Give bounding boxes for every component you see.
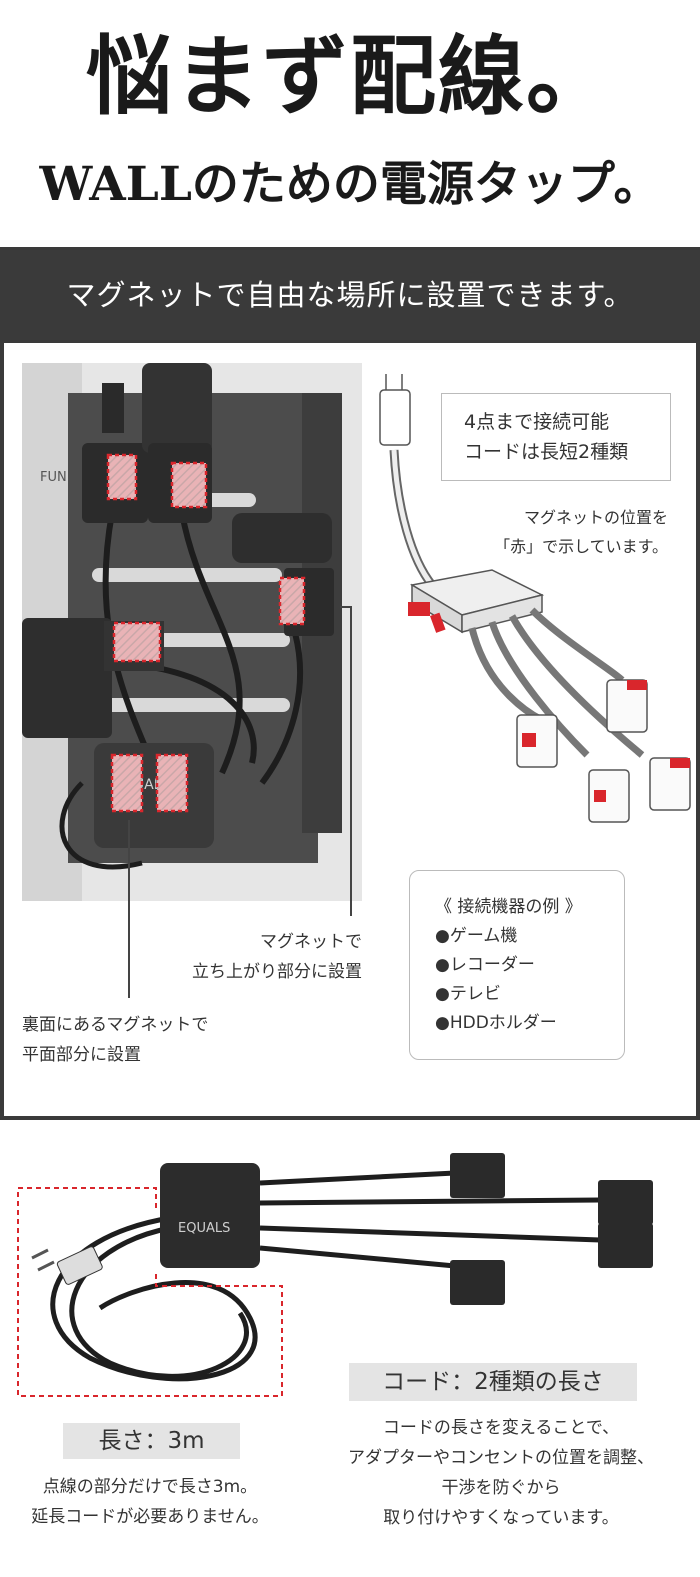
magnet-note-line: マグネットの位置を xyxy=(523,508,668,527)
product-diagram xyxy=(379,374,691,823)
magnet-note: マグネットの位置を 「赤」で示しています。 xyxy=(460,503,668,561)
types-text-line: 取り付けやすくなっています。 xyxy=(383,1508,619,1528)
caption-line: 平面部分に設置 xyxy=(22,1045,141,1065)
examples-title: 《 接続機器の例 》 xyxy=(435,897,582,917)
types-text-line: アダプターやコンセントの位置を調整、 xyxy=(348,1448,654,1468)
info-line: 4点まで接続可能 xyxy=(464,411,610,433)
length-text: 点線の部分だけで長さ3m。 延長コードが必要ありません。 xyxy=(0,1472,300,1532)
magnet-note-line: 「赤」で示しています。 xyxy=(494,537,668,556)
caption-line: 裏面にあるマグネットで xyxy=(22,1015,209,1035)
types-text-line: 干渉を防ぐから xyxy=(441,1478,561,1498)
cord-types-text: コードの長さを変えることで、 アダプターやコンセントの位置を調整、 干渉を防ぐか… xyxy=(318,1413,684,1533)
hero-title: 悩まず配線。 xyxy=(86,26,614,127)
connection-info-box: 4点まで接続可能 コードは長短2種類 xyxy=(441,393,671,481)
types-text-line: コードの長さを変えることで、 xyxy=(382,1418,620,1438)
tap-product-photo: EQUALS xyxy=(17,1153,653,1397)
length-tag: 長さ：3m xyxy=(63,1423,240,1459)
pointer-line-back xyxy=(128,820,130,998)
example-item: ●レコーダー xyxy=(435,955,535,975)
info-line: コードは長短2種類 xyxy=(464,441,629,463)
product-photo: FUN EQUALS xyxy=(22,363,362,901)
cord-types-tag: コード：2種類の長さ xyxy=(349,1363,637,1401)
length-text-line: 点線の部分だけで長さ3m。 xyxy=(42,1477,258,1497)
caption-back: 裏面にあるマグネットで 平面部分に設置 xyxy=(22,1010,282,1070)
caption-line: 立ち上がり部分に設置 xyxy=(192,962,362,982)
hero-subtitle: WALLのための電源タップ。 xyxy=(39,157,661,212)
example-item: ●ゲーム機 xyxy=(435,926,518,946)
example-item: ●テレビ xyxy=(435,984,501,1004)
example-devices-box: 《 接続機器の例 》 ●ゲーム機 ●レコーダー ●テレビ ●HDDホルダー xyxy=(409,870,625,1060)
section-banner: マグネットで自由な場所に設置できます。 xyxy=(0,247,700,343)
length-text-line: 延長コードが必要ありません。 xyxy=(31,1507,269,1527)
pointer-line-riser xyxy=(350,606,352,916)
tap-brand: EQUALS xyxy=(178,1221,230,1236)
caption-line: マグネットで xyxy=(260,932,362,952)
pointer-tick-riser xyxy=(340,606,352,608)
example-item: ●HDDホルダー xyxy=(435,1013,557,1033)
side-label: FUN xyxy=(40,470,67,485)
caption-riser: マグネットで 立ち上がり部分に設置 xyxy=(140,927,362,987)
